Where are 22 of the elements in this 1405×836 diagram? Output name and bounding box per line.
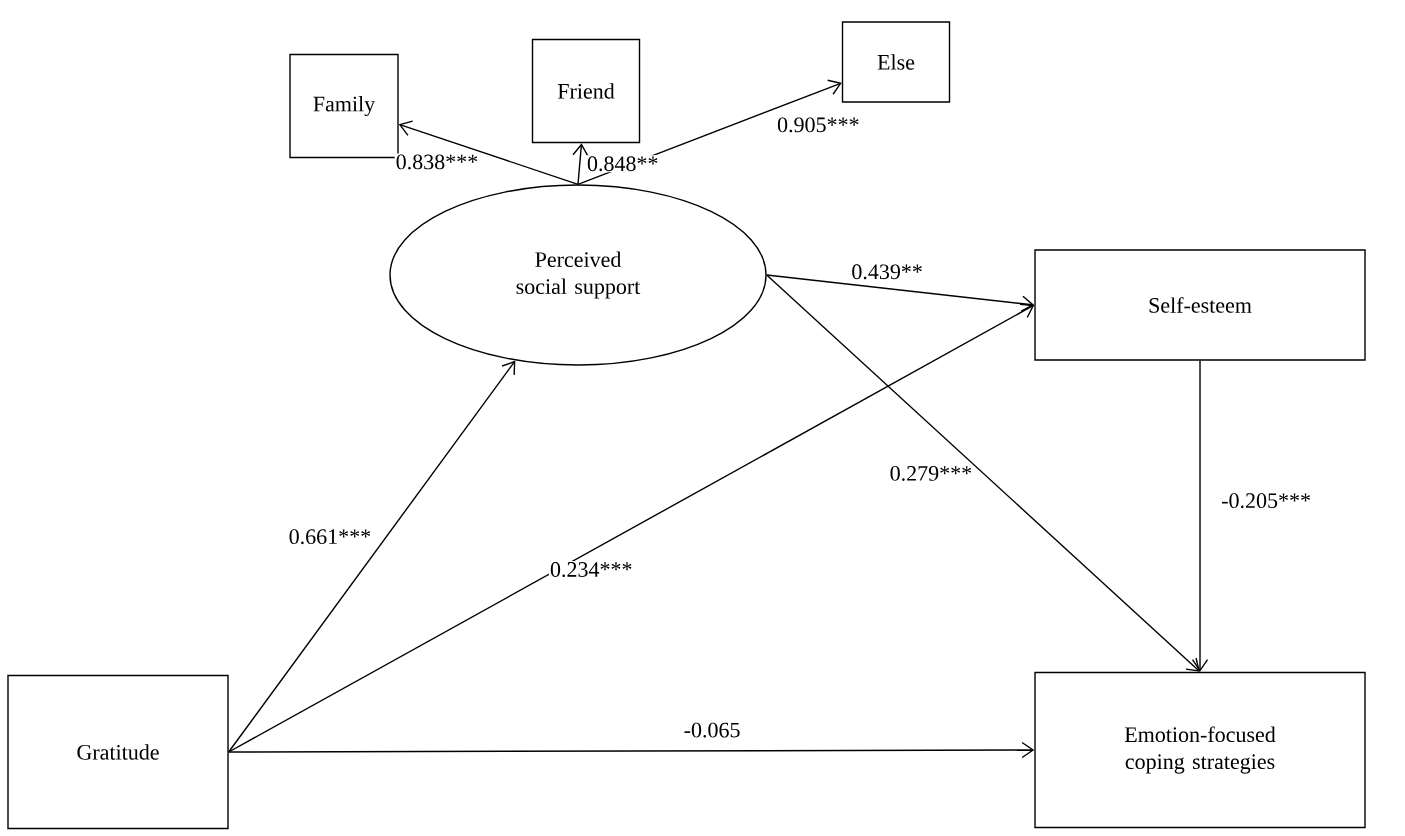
edge-label: -0.205*** — [1220, 492, 1313, 510]
edge-label: -0.065 — [682, 721, 742, 739]
arrow — [766, 274, 1200, 672]
variable-box: Else — [841, 21, 951, 103]
arrow — [228, 741, 1035, 759]
arrow — [398, 120, 579, 185]
arrow — [228, 360, 516, 753]
edge-label: 0.905*** — [776, 116, 861, 134]
edge-label: 0.439** — [850, 263, 924, 281]
arrow — [1191, 360, 1209, 672]
arrow — [572, 143, 589, 185]
variable-box: Emotion-focused coping strategies — [1034, 671, 1366, 829]
arrow — [766, 274, 1035, 312]
edge-label: 0.661*** — [287, 528, 373, 546]
edge-label: 0.848** — [585, 155, 660, 173]
arrow — [228, 303, 1035, 753]
variable-box: Friend — [531, 38, 641, 144]
edge-label: 0.838*** — [394, 153, 480, 171]
edge-label: 0.279*** — [888, 464, 974, 482]
variable-box: Self-esteem — [1034, 249, 1366, 361]
variable-box: Gratitude — [7, 674, 229, 830]
edge-label: 0.234*** — [548, 561, 634, 578]
